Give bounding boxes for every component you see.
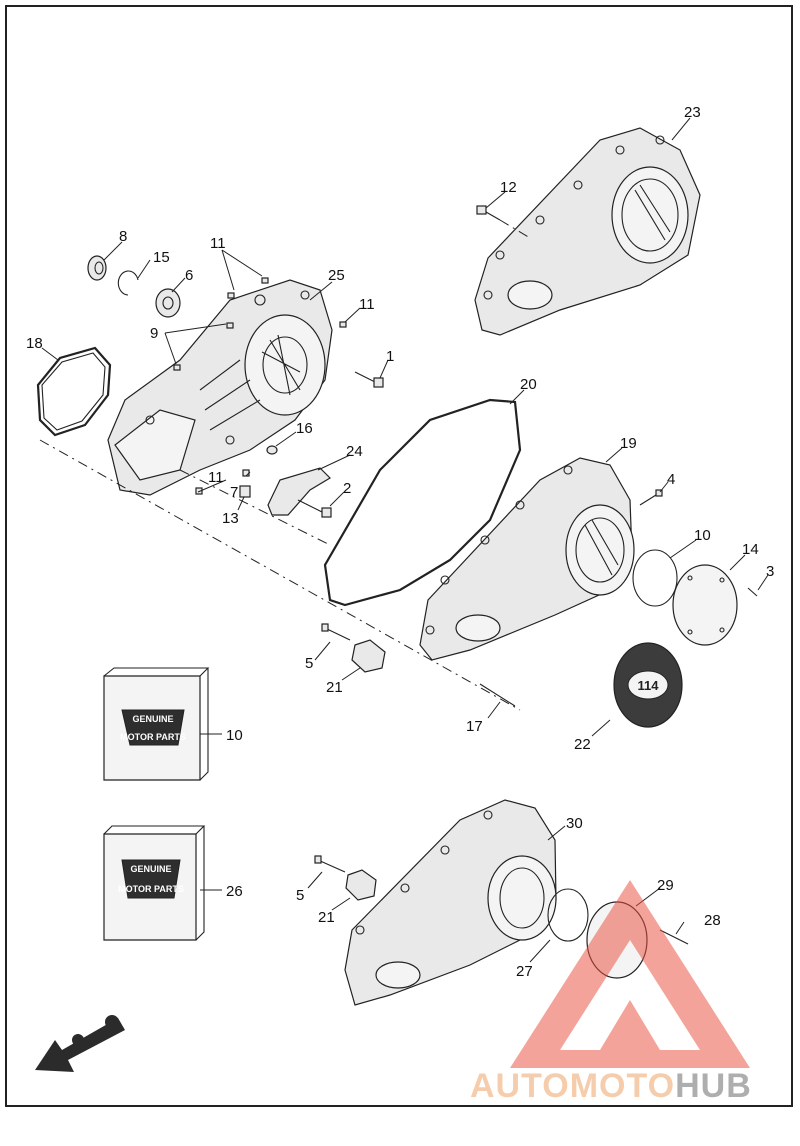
callout-20: 20 <box>520 376 537 393</box>
screw-4 <box>639 489 663 506</box>
callout-5: 5 <box>296 887 304 904</box>
callout-7: 7 <box>230 484 238 501</box>
spacer-21-lower <box>345 869 377 901</box>
callout-24: 24 <box>346 443 363 460</box>
callout-11: 11 <box>359 296 375 313</box>
kit-box-10-top: GENUINE <box>132 714 173 724</box>
dowel-pins <box>173 277 347 495</box>
derby-cover-22: 114 <box>613 642 683 728</box>
callout-10: 10 <box>694 527 711 544</box>
retaining-ring-15 <box>117 270 139 296</box>
callout-22: 22 <box>574 736 591 753</box>
callout-21: 21 <box>318 909 335 926</box>
spacer-21-upper <box>351 639 386 673</box>
callout-30: 30 <box>566 815 583 832</box>
callout-1: 1 <box>386 348 394 365</box>
screw-28 <box>659 929 689 945</box>
callout-26: 26 <box>226 883 243 900</box>
front-direction-arrow-icon <box>35 1015 125 1072</box>
callout-14: 14 <box>742 541 759 558</box>
o-ring-27 <box>547 888 589 942</box>
callout-3: 3 <box>766 563 774 580</box>
callout-13: 13 <box>222 510 239 527</box>
gasket-20 <box>323 398 522 607</box>
callout-15: 15 <box>153 249 170 266</box>
watermark-auto: AUTO <box>470 1067 570 1105</box>
callout-28: 28 <box>704 912 721 929</box>
inspection-cover-text: 114 <box>638 678 660 693</box>
bolt-5-lower <box>314 855 346 873</box>
callout-25: 25 <box>328 267 345 284</box>
watermark-moto: MOTO <box>570 1067 675 1105</box>
callout-12: 12 <box>500 179 517 196</box>
svg-text:AUTOMOTOHUB: AUTOMOTOHUB <box>470 1067 752 1105</box>
callout-11: 11 <box>208 469 224 486</box>
fitting-7 <box>242 469 250 477</box>
screw-3 <box>747 587 758 597</box>
callout-18: 18 <box>26 335 43 352</box>
outer-primary-cover-19 <box>419 457 635 661</box>
watermark-hub: HUB <box>675 1067 752 1105</box>
callout-11: 11 <box>210 235 226 252</box>
bolt-2 <box>297 499 332 518</box>
derby-cover-14 <box>672 564 738 646</box>
leader-lines <box>41 117 769 963</box>
callout-23: 23 <box>684 104 701 121</box>
callout-19: 19 <box>620 435 637 452</box>
o-ring-10 <box>632 549 678 607</box>
callout-16: 16 <box>296 420 313 437</box>
callout-17: 17 <box>466 718 483 735</box>
outer-primary-cover-30 <box>344 799 557 1006</box>
gasket-18 <box>36 346 112 437</box>
kit-box-26-top: GENUINE <box>130 864 171 874</box>
callout-9: 9 <box>150 325 158 342</box>
bolt-1 <box>354 371 384 388</box>
callout-5: 5 <box>305 655 313 672</box>
stud-17 <box>479 683 516 707</box>
callout-29: 29 <box>657 877 674 894</box>
automotohub-watermark: AUTOMOTOHUB <box>470 880 752 1105</box>
washer-16 <box>266 445 278 455</box>
inner-primary-housing-25 <box>107 279 333 496</box>
callout-4: 4 <box>667 471 675 488</box>
bolt-5-upper <box>321 623 351 641</box>
bushing-13 <box>239 485 251 498</box>
seal-8 <box>87 255 107 281</box>
callout-labels: 23 12 8 11 15 6 25 11 9 18 1 20 16 24 19… <box>26 104 774 980</box>
kit-box-10-bottom: MOTOR PARTS <box>120 732 186 742</box>
callout-6: 6 <box>185 267 193 284</box>
callout-2: 2 <box>343 480 351 497</box>
watermark-triangle-logo <box>510 880 750 1068</box>
callout-21: 21 <box>326 679 343 696</box>
kit-box-26-bottom: MOTOR PARTS <box>118 884 184 894</box>
bearing-6 <box>155 288 181 318</box>
chain-tensioner-24 <box>267 467 331 516</box>
callout-8: 8 <box>119 228 127 245</box>
kit-box-10: GENUINE MOTOR PARTS <box>103 667 210 781</box>
outer-primary-cover-23 <box>474 127 701 336</box>
screw-12 <box>476 205 531 239</box>
callout-10: 10 <box>226 727 243 744</box>
callout-27: 27 <box>516 963 533 980</box>
kit-box-26: GENUINE MOTOR PARTS <box>103 825 206 941</box>
